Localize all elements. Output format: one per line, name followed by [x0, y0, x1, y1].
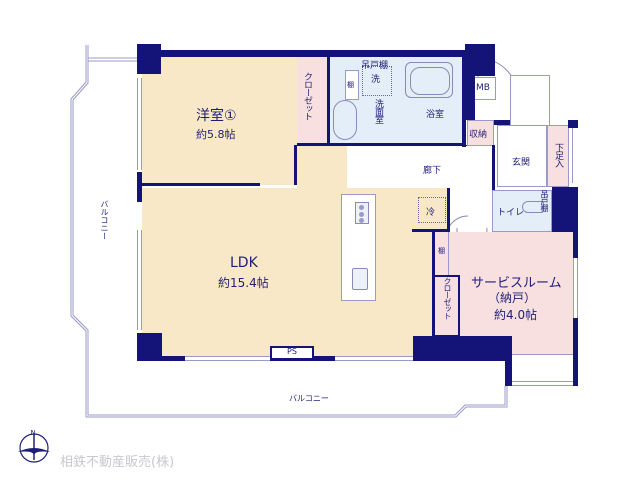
wall-left-mid — [137, 172, 142, 202]
wall-closet-right — [327, 57, 330, 145]
washroom-label: 洗面室 — [373, 99, 383, 123]
bathroom-floor — [398, 57, 462, 145]
western-room-name: 洋室① — [196, 108, 237, 124]
window-left-lower — [137, 230, 142, 330]
toilet-label: トイレ — [497, 208, 525, 218]
wall-western-bottom — [142, 183, 260, 186]
shoe-box-label: 下足入 — [553, 143, 563, 167]
compass-icon: N — [14, 426, 54, 466]
western-room-area: 約5.8帖 — [196, 128, 236, 141]
wall-right-toilet — [552, 187, 578, 232]
window-right-shoebox — [568, 128, 573, 183]
shelf-1-box — [345, 70, 359, 100]
washer-space — [362, 66, 392, 96]
bathtub-icon — [405, 62, 453, 98]
wall-ldk-bottom — [137, 356, 185, 361]
ldk-name: LDK — [230, 255, 258, 271]
shelf-2-box — [435, 232, 449, 275]
shelf-2-label: 棚 — [438, 247, 445, 255]
entrance-floor — [497, 125, 547, 187]
wall-bottom-right-block — [413, 336, 510, 361]
wall-service-left — [432, 229, 435, 359]
wall-entrance-top — [494, 120, 510, 125]
service-room-sub: （納戸） — [488, 291, 537, 305]
storage-floor — [467, 120, 494, 146]
bathroom-label: 浴室 — [426, 110, 445, 120]
western-room-floor — [142, 57, 297, 185]
ldk-area: 約15.4帖 — [218, 276, 269, 290]
toilet-bowl-icon — [522, 201, 544, 213]
service-room-name: サービスルーム — [471, 276, 562, 291]
wall-bottom-right-col — [505, 336, 512, 386]
window-bottom-ldk-2 — [335, 356, 413, 361]
wall-hallway-right — [492, 145, 495, 190]
window-bottom-ldk-1 — [185, 356, 270, 361]
shelf-1-label: 棚 — [347, 81, 354, 89]
wall-kitchen-bottom — [412, 229, 450, 232]
wall-western-right — [294, 145, 297, 185]
wall-left-upper — [137, 44, 142, 56]
wall-hallway-top — [297, 143, 462, 146]
window-left-upper — [137, 78, 142, 170]
fridge-label: 冷 — [426, 208, 436, 218]
service-room-lower — [510, 354, 575, 382]
closet-1-label: クローゼット — [302, 72, 312, 120]
sink-icon — [352, 268, 368, 290]
window-bottom-service — [512, 381, 573, 386]
ps-box: PS — [270, 346, 314, 358]
washing-label: 洗 — [371, 75, 381, 85]
service-room-area: 約4.0帖 — [494, 308, 538, 322]
wall-top — [137, 50, 465, 57]
wall-kitchen-right — [447, 188, 450, 232]
storage-label: 収納 — [469, 130, 488, 140]
balcony-left-label: バルコニー — [100, 200, 109, 240]
closet-2-floor — [435, 275, 460, 337]
hanging-shelf-top-label: 吊戸棚 — [361, 61, 389, 71]
company-name: 相鉄不動産販売(株) — [60, 455, 175, 470]
ldk-entry-floor — [297, 145, 347, 188]
ps-label: PS — [287, 347, 297, 356]
hallway-floor — [347, 145, 492, 188]
hanging-shelf-toilet-label: 吊戸棚 — [540, 190, 549, 211]
wall-bath-right — [462, 57, 466, 147]
window-right-service — [573, 258, 578, 318]
stove-icon — [355, 202, 369, 224]
entrance-porch — [510, 75, 550, 125]
wall-mb-column — [465, 44, 475, 120]
mb-label: MB — [476, 83, 490, 93]
closet-2-label: クローゼット — [443, 277, 452, 319]
entrance-label: 玄関 — [512, 158, 531, 168]
compass-north-label: N — [31, 429, 36, 437]
balcony-bottom-label: バルコニー — [289, 394, 329, 403]
hallway-label: 廊下 — [423, 166, 442, 176]
wall-ldk-bottom-mid — [270, 356, 335, 361]
washbasin-icon — [333, 100, 357, 140]
wall-right-entrance — [568, 120, 578, 128]
fridge-space — [418, 197, 446, 223]
